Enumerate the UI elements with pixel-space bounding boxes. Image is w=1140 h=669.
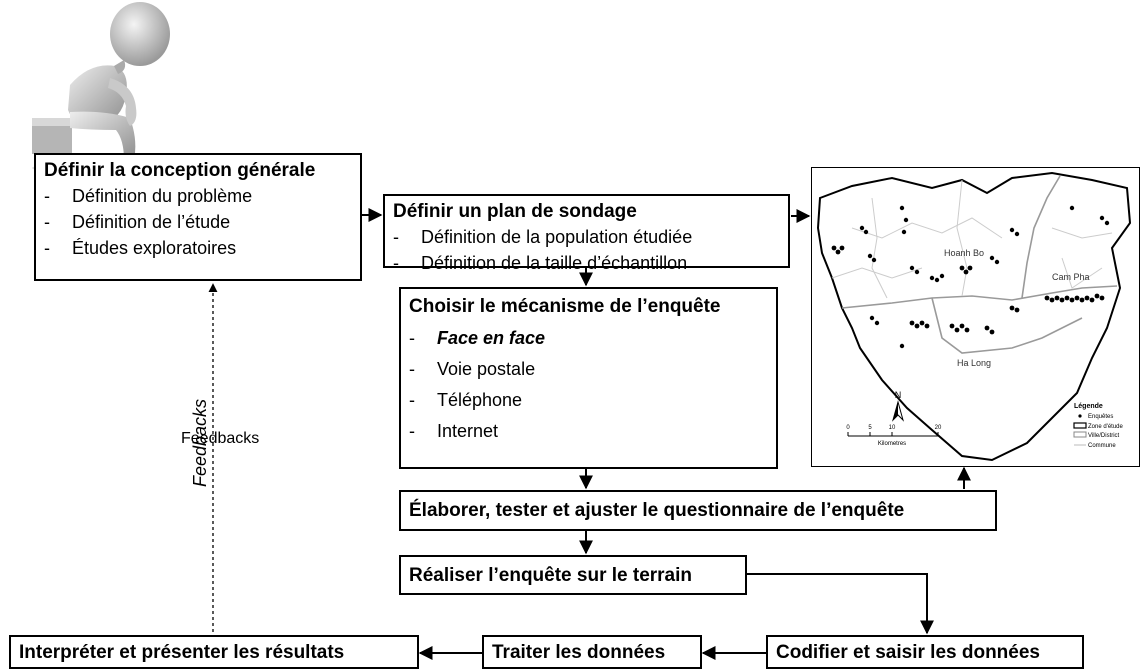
svg-text:20: 20 xyxy=(935,425,942,431)
feedback-label-rotated: Feedbacks xyxy=(190,398,210,488)
list-item: -Définition de l’étude xyxy=(44,212,231,232)
scale-bar: 0 5 10 20 Kilometres xyxy=(846,425,942,447)
study-area-map: Hoanh Bo Cam Pha Ha Long N 0 5 10 20 Kil… xyxy=(816,171,1132,462)
map-region-label: Cam Pha xyxy=(1052,272,1090,282)
survey-points xyxy=(831,205,1110,349)
svg-text:Légende: Légende xyxy=(1074,403,1103,410)
box-mecanisme-title: Choisir le mécanisme de l’enquête xyxy=(409,296,721,317)
box-terrain: Réaliser l’enquête sur le terrain xyxy=(399,555,747,595)
box-questionnaire: Élaborer, tester et ajuster le questionn… xyxy=(399,490,997,531)
box-interpreter: Interpréter et présenter les résultats xyxy=(9,635,419,669)
study-zone-outline xyxy=(816,171,1132,462)
svg-text:Enquêtes: Enquêtes xyxy=(1088,414,1113,420)
box-terrain-title: Réaliser l’enquête sur le terrain xyxy=(409,565,693,586)
list-item: -Définition de la taille d’échantillon xyxy=(393,253,688,273)
box-codifier-title: Codifier et saisir les données xyxy=(776,642,1040,663)
map-region-label: Ha Long xyxy=(957,358,991,368)
north-arrow-icon: N xyxy=(892,390,904,422)
svg-text:0: 0 xyxy=(846,425,850,431)
svg-text:10: 10 xyxy=(889,425,896,431)
box-plan-title: Définir un plan de sondage xyxy=(393,201,637,222)
svg-text:Commune: Commune xyxy=(1088,443,1116,449)
list-item: -Téléphone xyxy=(409,390,523,410)
arrow-terrain-to-codifier xyxy=(747,573,934,635)
list-item: -Définition de la population étudiée xyxy=(393,227,693,247)
list-item: -Études exploratoires xyxy=(44,238,237,258)
box-traiter: Traiter les données xyxy=(482,635,702,669)
svg-text:Zone d'étude: Zone d'étude xyxy=(1088,424,1124,430)
box-plan: Définir un plan de sondage -Définition d… xyxy=(383,194,790,273)
svg-text:Kilometres: Kilometres xyxy=(878,441,906,447)
box-questionnaire-title: Élaborer, tester et ajuster le questionn… xyxy=(409,500,905,521)
map-panel: Hoanh Bo Cam Pha Ha Long N 0 5 10 20 Kil… xyxy=(811,167,1140,467)
svg-text:Ville/District: Ville/District xyxy=(1088,433,1120,439)
list-item: -Voie postale xyxy=(409,359,536,379)
list-item: -Internet xyxy=(409,421,499,441)
list-item: -Face en face xyxy=(409,328,546,348)
box-conception-title: Définir la conception générale xyxy=(44,160,316,181)
map-region-label: Hoanh Bo xyxy=(944,248,984,258)
svg-text:5: 5 xyxy=(868,425,872,431)
box-codifier: Codifier et saisir les données xyxy=(766,635,1084,669)
box-conception: Définir la conception générale -Définiti… xyxy=(34,153,362,281)
box-traiter-title: Traiter les données xyxy=(492,642,666,663)
list-item: -Définition du problème xyxy=(44,186,253,206)
map-legend: Légende Enquêtes Zone d'étude Ville/Dist… xyxy=(1073,403,1124,449)
box-interpreter-title: Interpréter et présenter les résultats xyxy=(19,642,345,663)
box-mecanisme: Choisir le mécanisme de l’enquête -Face … xyxy=(399,287,778,469)
svg-text:N: N xyxy=(895,390,902,400)
